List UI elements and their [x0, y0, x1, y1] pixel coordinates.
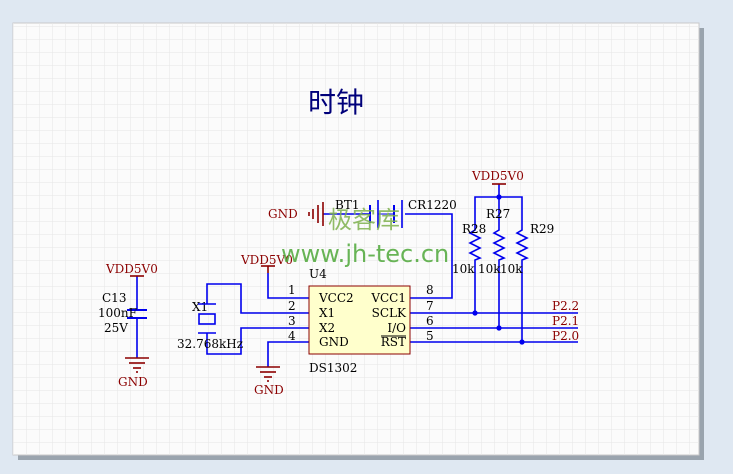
net-label-p2-0: P2.0	[552, 329, 579, 343]
pin-name: I/O	[387, 321, 406, 335]
cap-voltage: 25V	[104, 321, 128, 335]
pin-name: X2	[319, 321, 335, 335]
pin-number: 6	[426, 314, 434, 328]
sheet-frame	[12, 22, 704, 460]
pin-number: 2	[288, 299, 296, 313]
pin-number: 5	[426, 329, 434, 343]
u4-left-pins: 1 VCC2 2 X1 3 X2 4 GND	[288, 283, 354, 349]
u4-right-pins: 8 VCC1 7 SCLK 6 I/O 5 RST	[370, 283, 433, 349]
u4-part: DS1302	[309, 361, 357, 375]
capacitor-c13[interactable]: C13 100nF 25V	[98, 291, 147, 335]
ic-u4[interactable]: U4 DS1302 1 VCC2 2 X1 3 X2 4 GND 8 VCC1 …	[288, 267, 434, 375]
resistor-value: 10k	[500, 262, 523, 276]
resistor-value: 10k	[478, 262, 501, 276]
pin-number: 7	[426, 299, 434, 313]
power-port-vdd-pullups: VDD5V0	[471, 169, 524, 185]
crystal-x1[interactable]: X1 32.768kHz	[177, 300, 243, 351]
crystal-designator: X1	[192, 300, 208, 314]
ground-symbol-battery: GND	[268, 202, 324, 226]
resistor-designator: R29	[530, 222, 554, 236]
watermark: 极客库 www.jh-tec.cn	[281, 206, 449, 268]
wires	[136, 184, 578, 367]
battery-bt1[interactable]: BT1 CR1220	[335, 198, 457, 228]
vdd-label: VDD5V0	[240, 253, 293, 267]
watermark-url: www.jh-tec.cn	[281, 240, 449, 268]
power-port-vdd-cap: VDD5V0	[105, 262, 158, 277]
resistor-value: 10k	[452, 262, 475, 276]
cap-value: 100nF	[98, 306, 137, 320]
resistor-designator: R28	[462, 222, 486, 236]
net-labels: P2.2 P2.1 P2.0	[552, 299, 579, 343]
pin-name: GND	[319, 335, 349, 349]
pin-number: 4	[288, 329, 296, 343]
resistor-r28[interactable]: R28 10k	[452, 222, 486, 276]
resistor-r29[interactable]: R29 10k	[500, 222, 554, 276]
pin-number: 3	[288, 314, 296, 328]
power-port-vdd-u4: VDD5V0	[240, 253, 293, 273]
net-label-p2-1: P2.1	[552, 314, 579, 328]
ground-symbol-u4: GND	[254, 366, 284, 397]
pin-name: SCLK	[372, 306, 407, 320]
watermark-chinese: 极客库	[328, 206, 400, 234]
vdd-label: VDD5V0	[471, 169, 524, 183]
gnd-label: GND	[118, 375, 148, 389]
cap-designator: C13	[102, 291, 126, 305]
net-label-p2-2: P2.2	[552, 299, 579, 313]
vdd-label: VDD5V0	[105, 262, 158, 276]
pin-name: VCC1	[370, 291, 406, 305]
sheet-title: 时钟	[308, 86, 364, 119]
crystal-value: 32.768kHz	[177, 337, 243, 351]
battery-value: CR1220	[408, 198, 457, 212]
u4-designator: U4	[309, 267, 327, 281]
pin-name: X1	[319, 306, 335, 320]
battery-designator: BT1	[335, 198, 359, 212]
junctions	[472, 194, 525, 345]
gnd-label: GND	[254, 383, 284, 397]
pin-name: RST	[381, 335, 406, 349]
pin-number: 8	[426, 283, 434, 297]
pin-number: 1	[288, 283, 296, 297]
gnd-label: GND	[268, 207, 298, 221]
resistor-r27[interactable]: R27 10k	[478, 207, 510, 276]
pin-name: VCC2	[318, 291, 354, 305]
ground-symbol-cap: GND	[118, 357, 149, 389]
resistor-designator: R27	[486, 207, 510, 221]
